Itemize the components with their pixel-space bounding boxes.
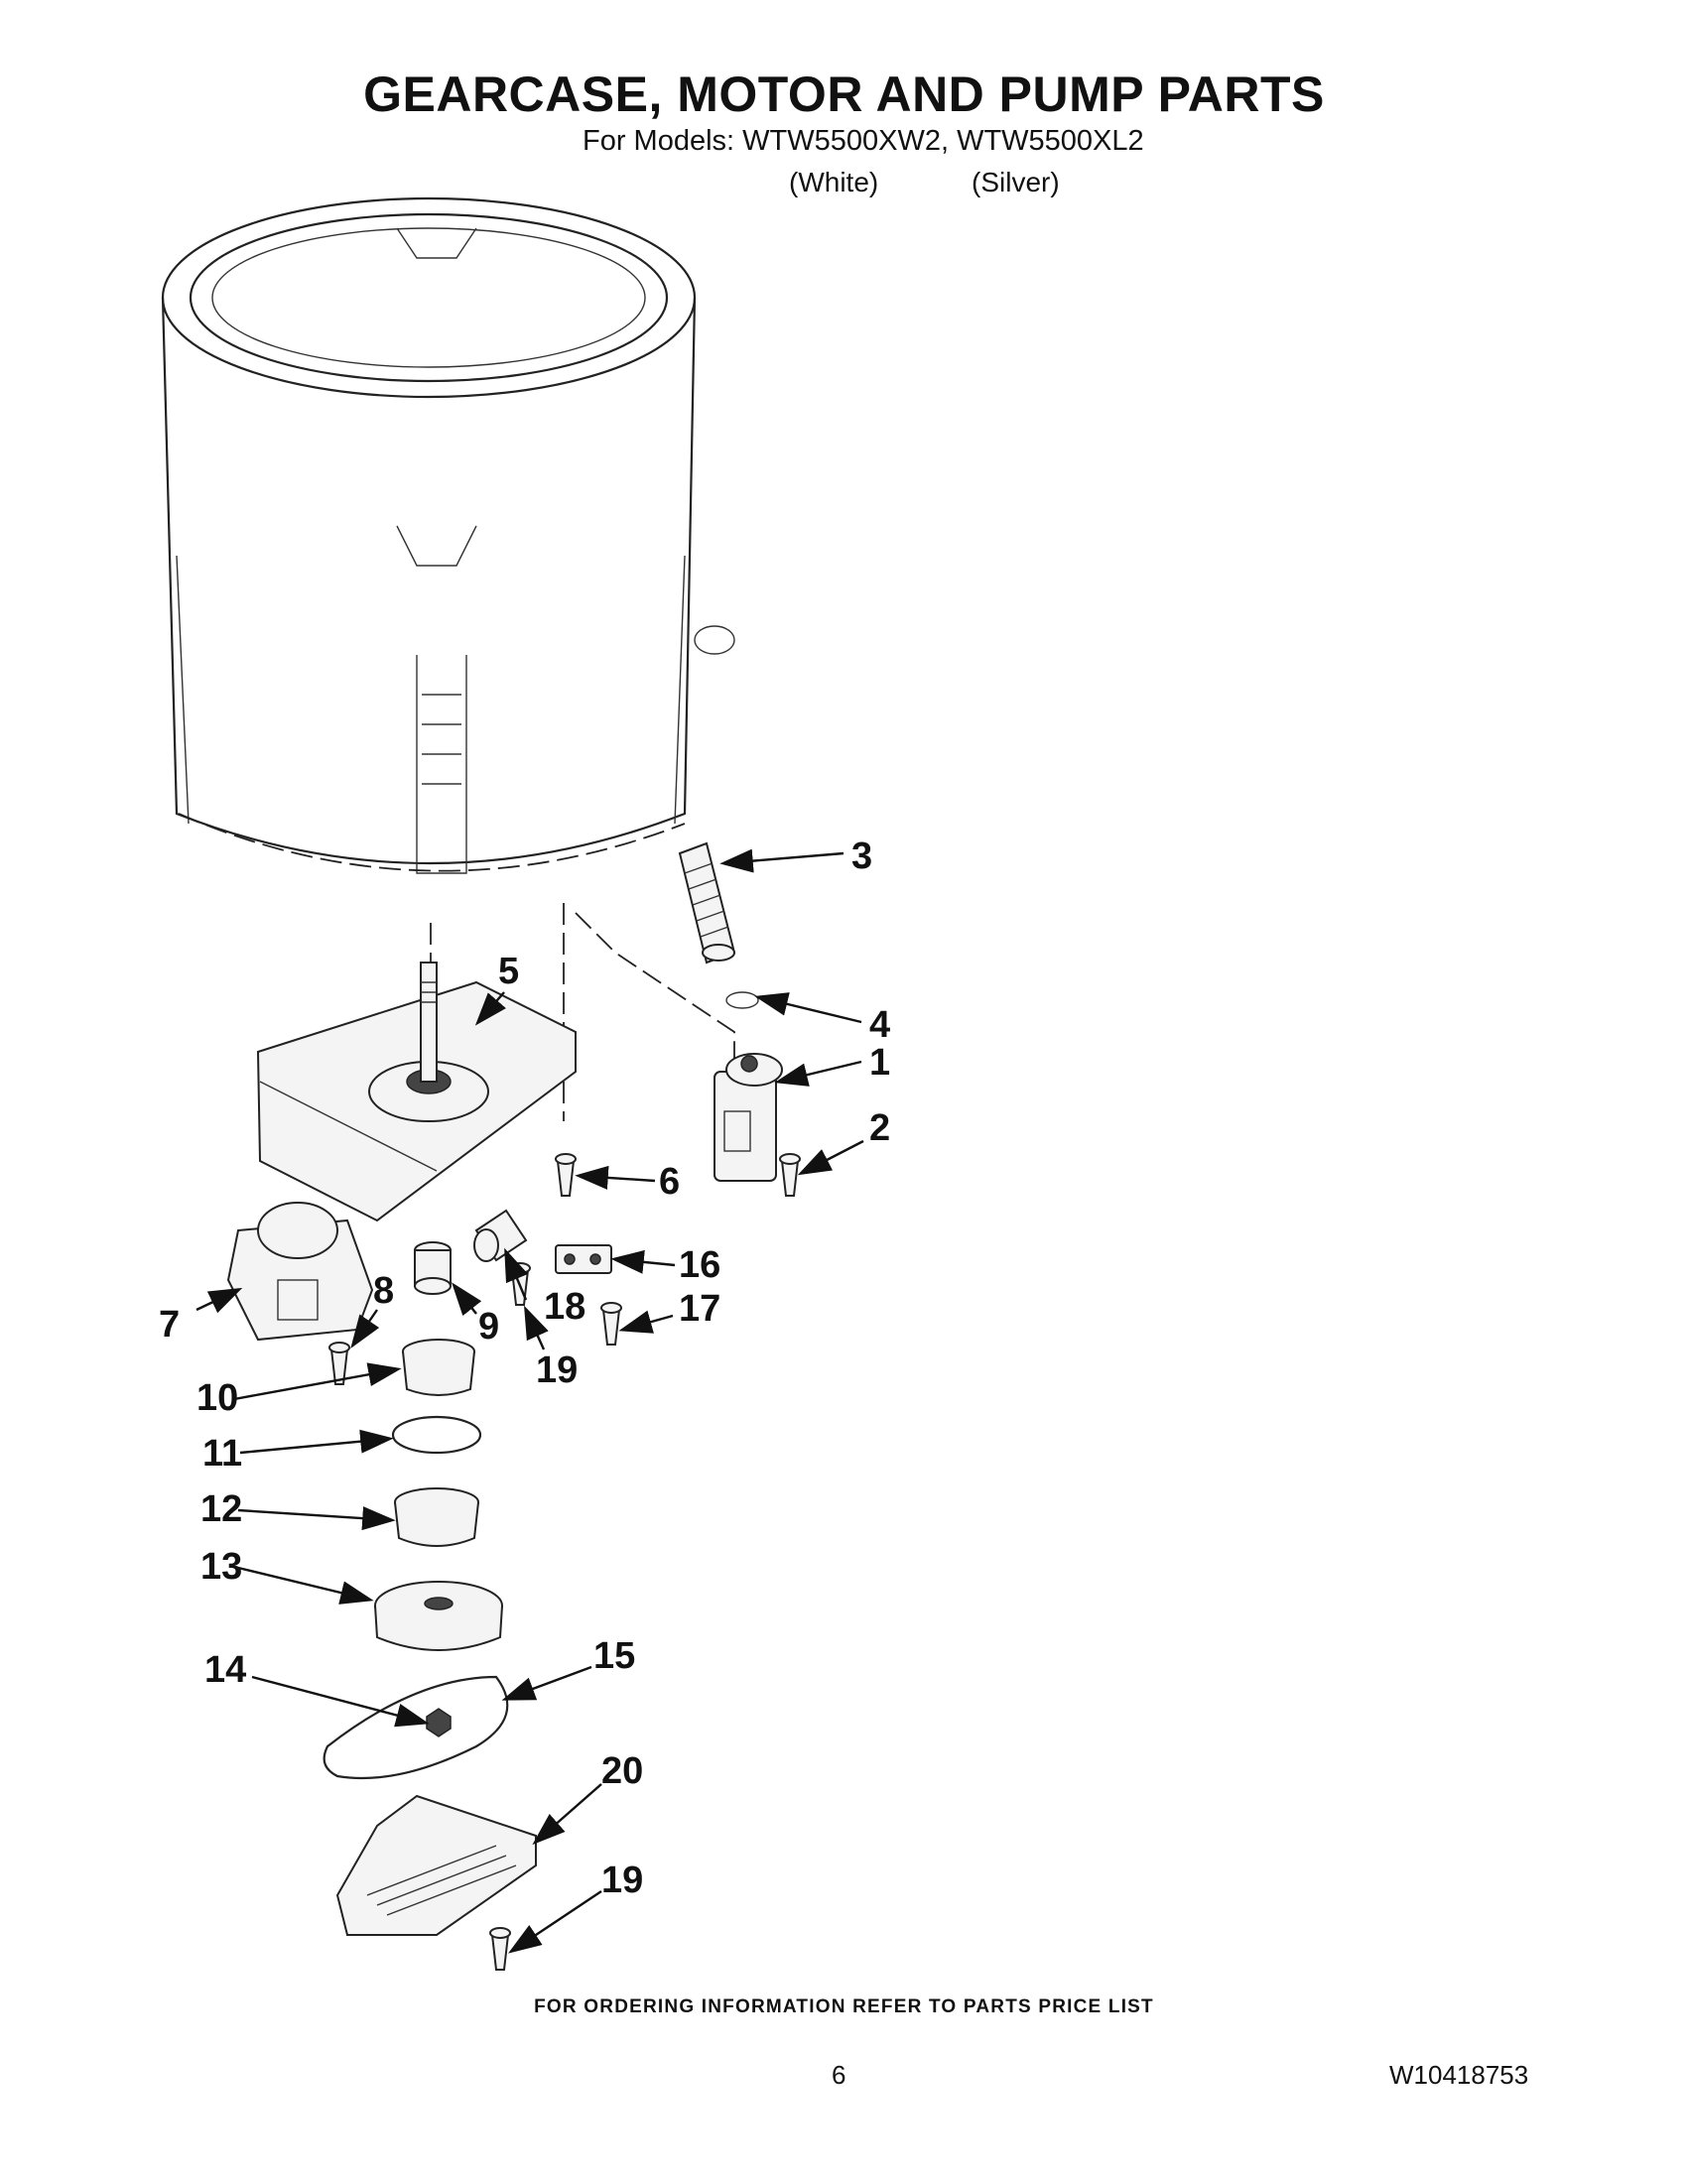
callout-15: 15 [593, 1635, 636, 1677]
page-number: 6 [832, 2060, 846, 2090]
models-line: For Models: WTW5500XW2, WTW5500XL2 [583, 125, 1144, 157]
callout-12: 12 [200, 1488, 243, 1530]
part-15-belt [323, 1675, 509, 1780]
part-19-screw-lower [489, 1927, 511, 1971]
callout-1: 1 [869, 1042, 891, 1084]
callout-19: 19 [536, 1349, 579, 1391]
callout-9: 9 [478, 1306, 500, 1348]
part-13-pulley [374, 1581, 503, 1651]
callout-11: 11 [202, 1433, 243, 1475]
part-9-coupler [414, 1241, 452, 1295]
part-5-plate [256, 962, 577, 1222]
part-7-motor [226, 1202, 374, 1342]
part-10-bearing [402, 1339, 475, 1396]
part-17-screw [600, 1302, 622, 1346]
callout-7: 7 [159, 1304, 181, 1346]
callout-19-lower: 19 [601, 1860, 644, 1901]
callout-14: 14 [204, 1649, 247, 1691]
callout-5: 5 [498, 951, 520, 992]
callout-20: 20 [601, 1750, 644, 1792]
tub-drawing [161, 196, 735, 874]
part-12-adapter [394, 1487, 479, 1547]
leader-arrows [195, 848, 864, 1954]
part-3-hose [678, 841, 736, 964]
part-14-nut [426, 1708, 452, 1737]
callout-10: 10 [196, 1377, 239, 1419]
part-16-switch [555, 1244, 612, 1274]
callout-6: 6 [659, 1161, 681, 1203]
part-18-capacitor [473, 1209, 528, 1262]
part-4-clamp [725, 991, 759, 1009]
callout-8: 8 [373, 1270, 395, 1312]
callout-18: 18 [544, 1286, 586, 1328]
page-title: GEARCASE, MOTOR AND PUMP PARTS [363, 66, 1325, 122]
ordering-note: FOR ORDERING INFORMATION REFER TO PARTS … [534, 1996, 1154, 2017]
callout-3: 3 [851, 835, 873, 877]
part-11-ring [391, 1415, 482, 1455]
callout-13: 13 [200, 1546, 243, 1588]
variant-silver: (Silver) [972, 167, 1060, 197]
part-2-screw [779, 1153, 801, 1197]
callout-17: 17 [679, 1288, 721, 1330]
callout-4: 4 [869, 1004, 891, 1046]
document-number: W10418753 [1389, 2060, 1529, 2090]
part-1-pump [714, 1053, 783, 1182]
part-6-screw [555, 1153, 577, 1197]
part-8-screw [328, 1342, 350, 1385]
callout-2: 2 [869, 1107, 891, 1149]
callout-16: 16 [679, 1244, 721, 1286]
variant-white: (White) [789, 167, 879, 197]
part-20-shield [335, 1794, 537, 1936]
